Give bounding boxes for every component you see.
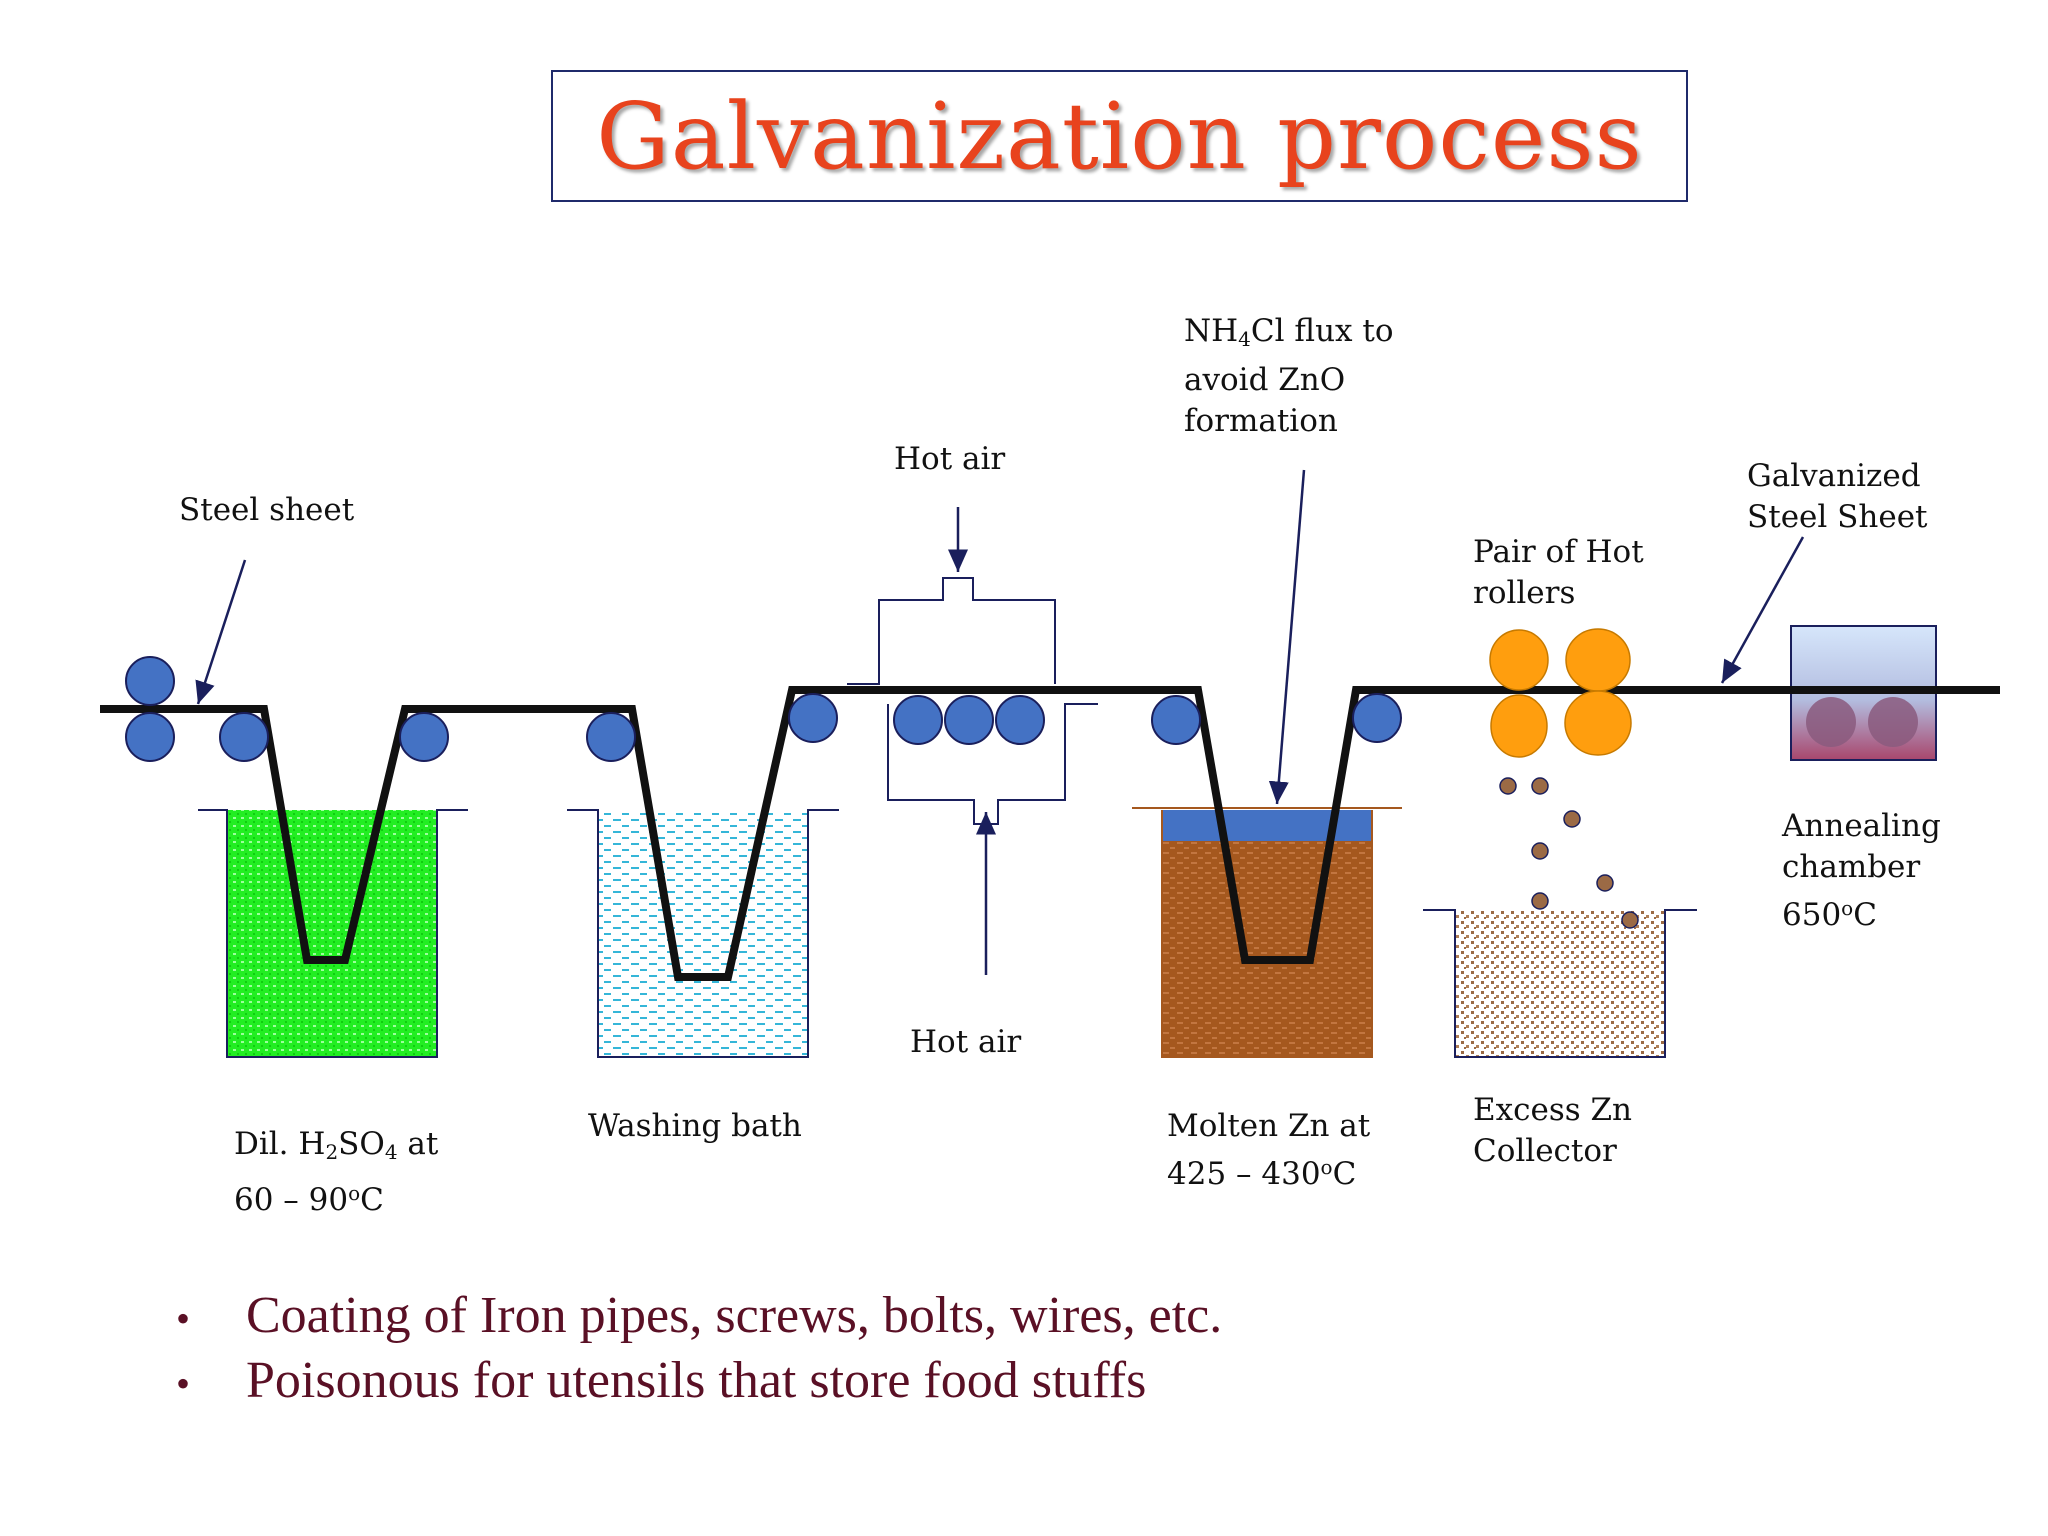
hot-roller: [1565, 628, 1631, 692]
label-hot-air-top: Hot air: [894, 441, 1006, 477]
zinc-drop: [1531, 777, 1549, 795]
molten-zinc: [1162, 840, 1372, 1057]
roller: [125, 712, 175, 762]
roller: [893, 695, 943, 745]
bullet-item: •Poisonous for utensils that store food …: [176, 1350, 1222, 1415]
zinc-drop: [1531, 842, 1549, 860]
roller: [995, 695, 1045, 745]
label-hot-rollers: Pair of Hot rollers: [1473, 534, 1644, 611]
roller: [586, 712, 636, 762]
title-box: Galvanization process: [551, 70, 1688, 202]
bullet-dot: •: [176, 1361, 191, 1406]
label-annealing-chamber: Annealing chamber 650oC: [1782, 808, 1941, 933]
label-acid-bath: Dil. H2SO4 at 60 – 90oC: [234, 1126, 439, 1218]
label-excess-zinc-collector: Excess Zn Collector: [1473, 1092, 1632, 1169]
zinc-drop: [1499, 777, 1517, 795]
guide-rollers: [125, 656, 1402, 762]
label-steel-sheet: Steel sheet: [179, 492, 355, 528]
roller: [788, 693, 838, 743]
washing-water: [598, 810, 808, 1057]
flux-arrow: [1268, 469, 1306, 805]
page-title: Galvanization process: [596, 82, 1643, 190]
acid-tank: [198, 809, 468, 1058]
steel-sheet-path: [100, 686, 2000, 981]
label-flux: NH4Cl flux to avoid ZnO formation: [1184, 313, 1394, 439]
zinc-drop: [1563, 810, 1581, 828]
hot-roller: [1490, 694, 1548, 758]
hot-roller: [1564, 690, 1632, 756]
washing-tank: [567, 809, 839, 1058]
zinc-drop: [1621, 911, 1639, 929]
galvanized-sheet-arrow: [1720, 536, 1805, 684]
excess-zinc-collector: [1423, 909, 1697, 1058]
roller: [399, 712, 449, 762]
hot-roller: [1489, 629, 1549, 691]
annealing-roller: [1806, 697, 1856, 747]
bullet-list: •Coating of Iron pipes, screws, bolts, w…: [176, 1285, 1222, 1415]
label-galvanized-sheet: Galvanized Steel Sheet: [1747, 458, 1928, 535]
zinc-drops: [1499, 777, 1639, 929]
arrows: [195, 469, 1805, 975]
collected-zinc: [1455, 910, 1665, 1057]
label-molten-zinc: Molten Zn at 425 – 430oC: [1167, 1108, 1371, 1192]
roller: [944, 695, 994, 745]
zinc-drop: [1596, 874, 1614, 892]
molten-zinc-tank: [1132, 807, 1402, 1058]
steel-sheet-arrow: [195, 559, 247, 705]
bullet-dot: •: [176, 1296, 191, 1341]
roller: [219, 712, 269, 762]
acid-liquid: [227, 810, 437, 1057]
roller: [1151, 695, 1201, 745]
roller: [125, 656, 175, 706]
flux-layer: [1162, 810, 1372, 841]
zinc-drop: [1531, 892, 1549, 910]
bullet-item: •Coating of Iron pipes, screws, bolts, w…: [176, 1285, 1222, 1350]
label-hot-air-bottom: Hot air: [910, 1024, 1022, 1060]
annealing-roller: [1868, 697, 1918, 747]
label-washing-bath: Washing bath: [588, 1108, 802, 1144]
roller: [1352, 693, 1402, 743]
hot-rollers: [1489, 628, 1632, 758]
